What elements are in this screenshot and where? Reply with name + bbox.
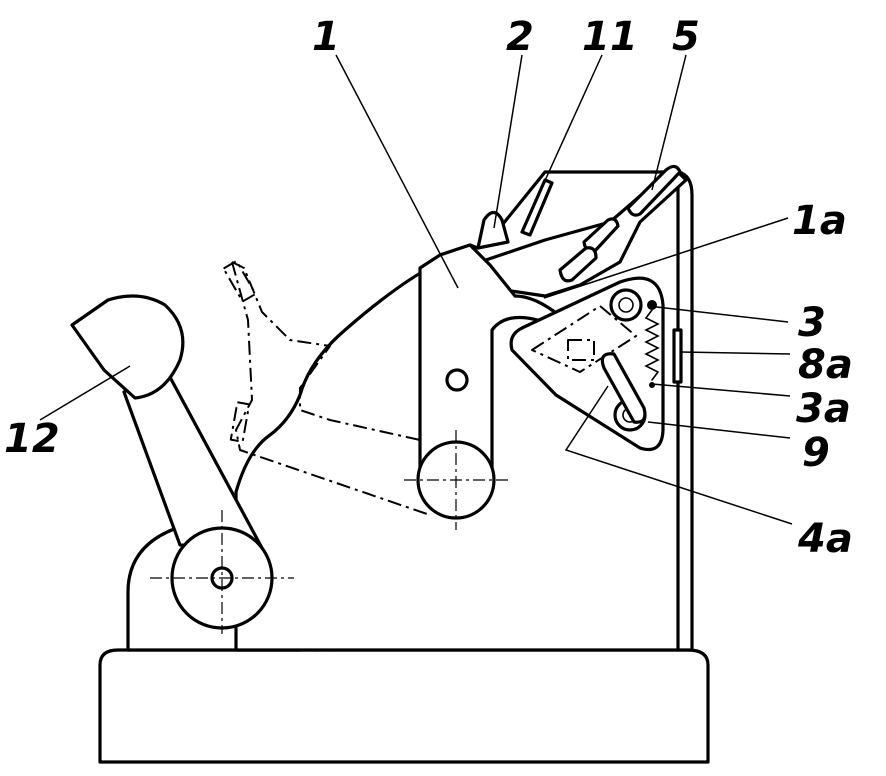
leader-8a <box>680 351 791 355</box>
arm-pin <box>445 368 469 392</box>
callout-5: 5 <box>672 14 700 60</box>
base-block <box>98 648 710 764</box>
callout-3: 3 <box>798 300 826 346</box>
pawl-block <box>567 339 595 361</box>
tab-2 <box>476 210 510 250</box>
pivot-3-hub <box>618 297 634 313</box>
pawl-4a <box>600 352 647 424</box>
leader-3 <box>647 305 789 323</box>
slot-lower <box>558 246 598 283</box>
leader-2 <box>493 54 523 229</box>
triangle-inner-link <box>531 305 637 373</box>
callout-1: 1 <box>312 14 340 60</box>
leader-12 <box>39 365 131 421</box>
callout-3a: 3a <box>796 386 851 432</box>
callout-11: 11 <box>582 14 638 60</box>
callout-4a: 4a <box>797 516 853 562</box>
callout-2: 2 <box>506 14 534 60</box>
leader-1a <box>543 217 789 299</box>
leader-11 <box>537 54 603 197</box>
leader-4a <box>564 385 793 525</box>
callout-1a: 1a <box>792 198 847 244</box>
leader-1 <box>335 54 459 289</box>
slot-11 <box>520 178 554 237</box>
callout-8a: 8a <box>798 342 853 388</box>
leader-3a <box>651 383 791 397</box>
slot-upper <box>626 164 682 217</box>
callout-12: 12 <box>4 416 60 462</box>
leader-9 <box>647 421 791 439</box>
indicator-8a <box>672 328 683 384</box>
spring-3a <box>644 309 660 381</box>
pivot-3 <box>609 288 643 322</box>
ghost-tab-top <box>222 260 257 303</box>
lever-12-head <box>70 294 185 400</box>
spring-anchor <box>649 382 655 388</box>
ghost-tab-bottom <box>229 401 251 443</box>
leader-5 <box>651 54 687 191</box>
callout-9: 9 <box>802 430 830 476</box>
pin-3-dot <box>647 300 657 310</box>
